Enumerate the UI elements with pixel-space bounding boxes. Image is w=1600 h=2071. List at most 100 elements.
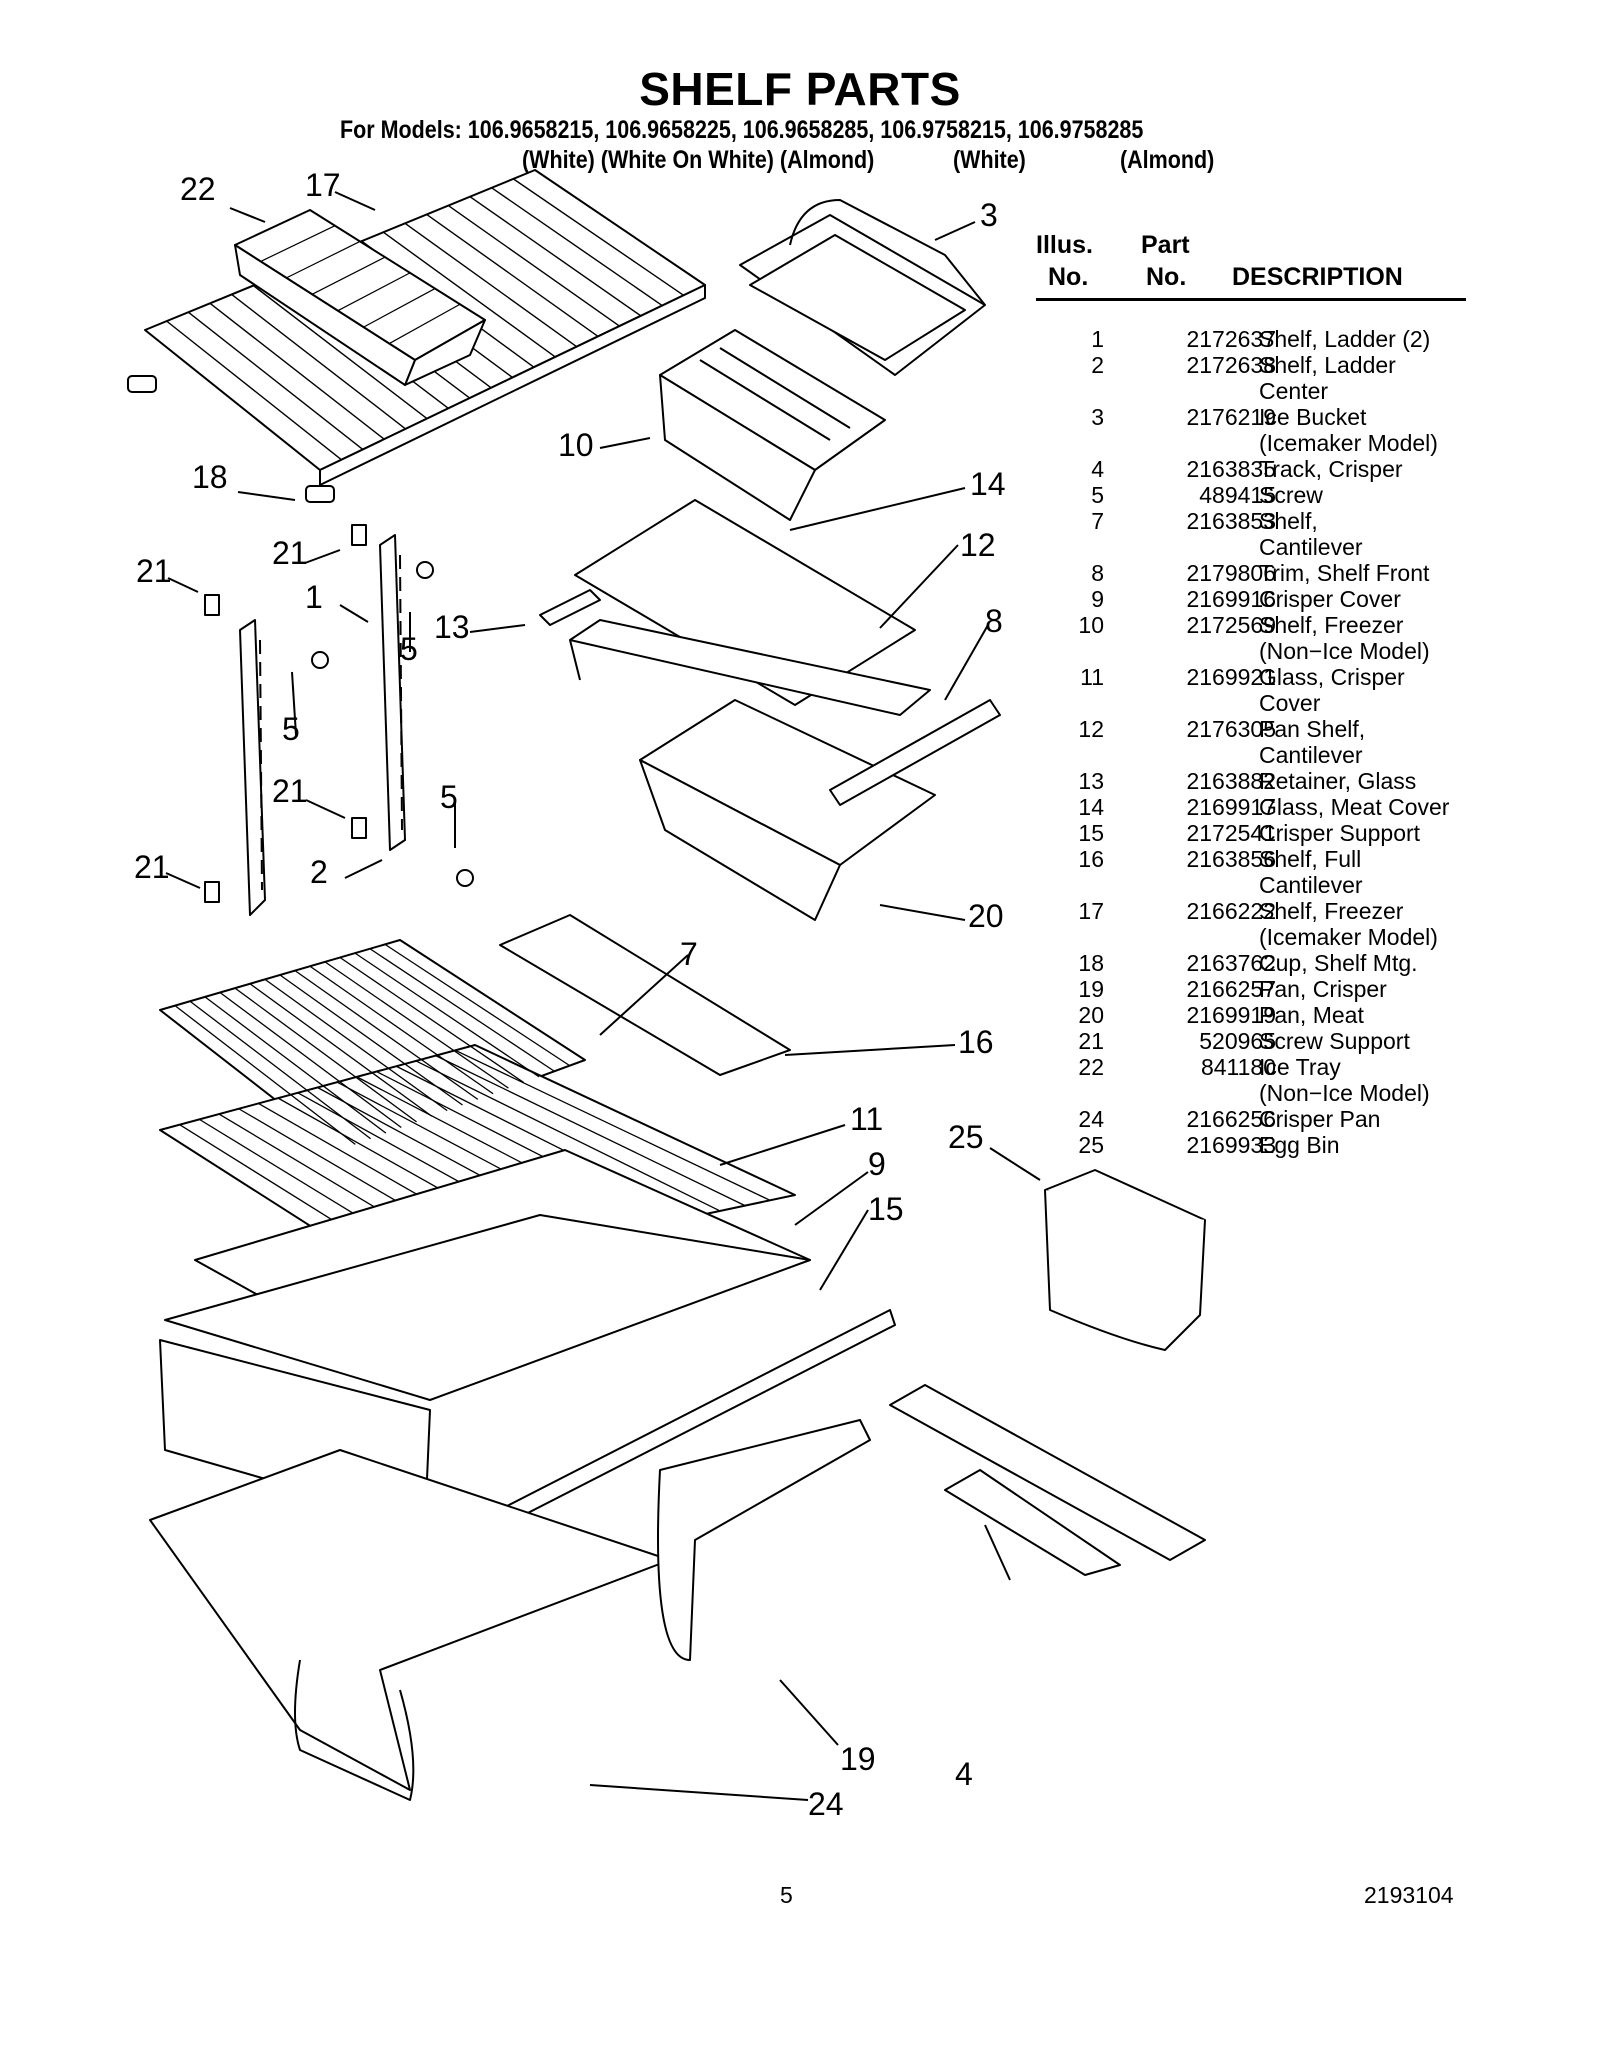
leader-line (879, 904, 966, 921)
callout-label: 21 (272, 773, 308, 809)
part-no: 2176219 (1186, 404, 1276, 430)
shelf-wire (415, 1060, 721, 1212)
illus-no: 7 (1091, 508, 1104, 534)
part-description: Shelf, Full Cantilever (1259, 846, 1363, 898)
illus-no: 13 (1078, 768, 1104, 794)
page-number: 5 (780, 1882, 793, 1908)
shelf-wire (234, 987, 417, 1123)
leader-line (599, 437, 651, 449)
callout-label: 9 (868, 1146, 886, 1182)
shelf-wire (369, 948, 555, 1072)
illus-no: 16 (1078, 846, 1104, 872)
shelf-wire (252, 284, 428, 420)
pan-shelf-drawing (539, 589, 931, 716)
part-no: 2169921 (1186, 664, 1276, 690)
shelf-wire (339, 956, 525, 1084)
header-illus: Illus. (1036, 231, 1093, 259)
freezer-shelf-non-ice-drawing (659, 329, 886, 521)
shelf-wire (231, 293, 406, 430)
callout-label: 19 (840, 1741, 876, 1777)
leader-line (984, 1524, 1011, 1581)
callout-label: 5 (282, 711, 300, 747)
leader-line (784, 1044, 956, 1056)
leader-line (794, 1171, 869, 1226)
leader-line (989, 1147, 1041, 1181)
part-no: 841180 (1200, 1054, 1276, 1080)
part-no: 2176305 (1186, 716, 1276, 742)
ice-bucket-drawing (739, 199, 986, 376)
leader-line (779, 1679, 839, 1746)
leader-line (819, 1209, 869, 1291)
header-illus-no: No. (1048, 263, 1089, 291)
illus-no: 25 (1078, 1132, 1104, 1158)
leader-line (469, 624, 526, 633)
shelf-wire (309, 965, 494, 1095)
part-description: Shelf, Freezer (Icemaker Model) (1259, 898, 1438, 950)
color-group-2: (White) (953, 146, 1026, 174)
part-no: 2166222 (1186, 898, 1276, 924)
document-number: 2193104 (1364, 1882, 1454, 1908)
part-description: Shelf, Ladder Center (1259, 352, 1396, 404)
ice-tray-drawing (234, 209, 486, 386)
shelf-wire (209, 302, 385, 440)
callout-label: 2 (310, 854, 328, 890)
crisper-track-drawing (889, 1384, 1206, 1576)
table-header: Illus. No. Part No. DESCRIPTION (1036, 232, 1466, 298)
shelf-wire (324, 961, 509, 1089)
leader-line (304, 549, 341, 564)
part-description: Retainer, Glass (1259, 768, 1417, 794)
shelf-wire (469, 196, 642, 317)
part-description: Shelf, Cantilever (1259, 508, 1363, 560)
callout-label: 4 (955, 1756, 973, 1792)
part-description: Egg Bin (1259, 1132, 1340, 1158)
shelf-wire (294, 970, 479, 1100)
part-no: 2163856 (1186, 846, 1276, 872)
part-no: 2179806 (1186, 560, 1276, 586)
callout-label: 5 (440, 779, 458, 815)
leader-line (719, 1124, 846, 1166)
ice-cell-divider (286, 240, 361, 279)
illus-no: 15 (1078, 820, 1104, 846)
shelf-wire (382, 231, 556, 358)
part-no: 2169919 (1186, 1002, 1276, 1028)
callout-label: 21 (134, 849, 170, 885)
illus-no: 18 (1078, 950, 1104, 976)
callout-label: 21 (272, 535, 308, 571)
leader-line (339, 604, 369, 623)
ladder-shelves-drawing (204, 524, 474, 916)
shelf-wire (174, 1005, 356, 1145)
part-description: Shelf, Ladder (2) (1259, 326, 1431, 352)
ice-cell-divider (260, 225, 336, 262)
shelf-wire (166, 320, 342, 461)
part-no: 2172541 (1186, 820, 1276, 846)
callout-label: 13 (434, 609, 470, 645)
leader-line (934, 221, 976, 241)
part-description: Pan, Crisper (1259, 976, 1387, 1002)
part-description: Ice Bucket (Icemaker Model) (1259, 404, 1438, 456)
shelf-wire (249, 983, 433, 1117)
leader-line (599, 954, 689, 1036)
part-no: 2169933 (1186, 1132, 1276, 1158)
part-description: Screw (1259, 482, 1323, 508)
callout-label: 21 (136, 553, 172, 589)
color-group-1: (White) (White On White) (Almond) (522, 146, 875, 174)
shelf-wire (384, 943, 571, 1067)
part-description: Crisper Support (1259, 820, 1421, 846)
illus-no: 3 (1091, 404, 1104, 430)
ice-cell-divider (337, 272, 411, 312)
part-description: Glass, Crisper Cover (1259, 664, 1405, 716)
callout-label: 25 (948, 1119, 984, 1155)
egg-bin-drawing (1044, 1169, 1206, 1351)
